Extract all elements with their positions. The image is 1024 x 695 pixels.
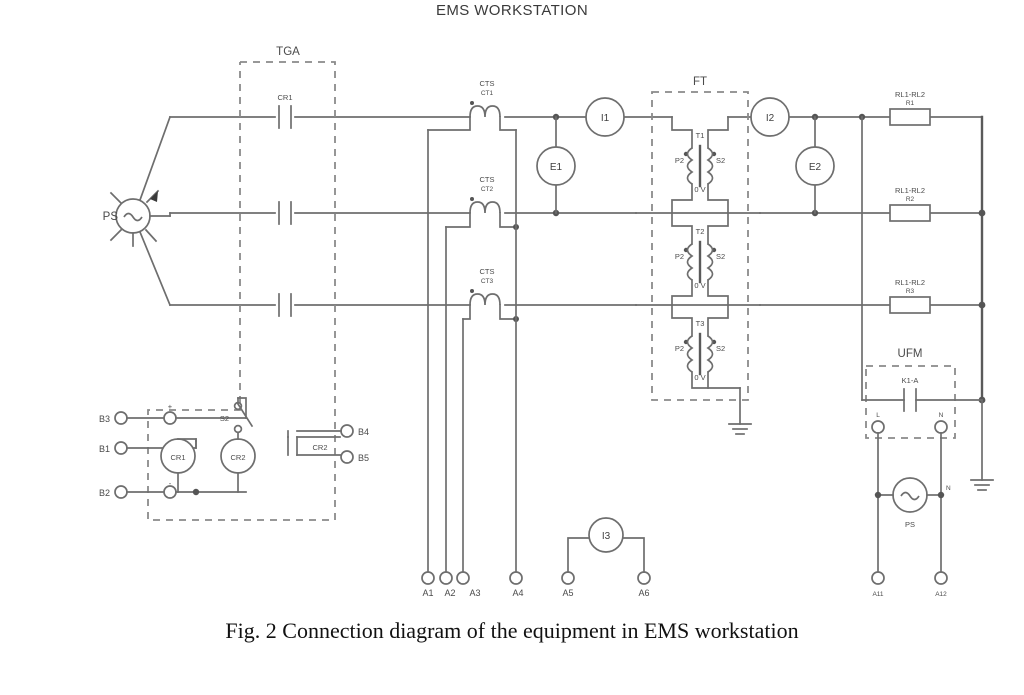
relay-coil-cr1-label: CR1 xyxy=(170,453,185,462)
ufm-terminal-l-label: L xyxy=(876,412,880,419)
ufm-terminal-n-label: N xyxy=(939,412,944,419)
terminal-a12-label: A12 xyxy=(935,591,947,598)
ct3-type-label: CTS xyxy=(480,267,495,276)
ground-symbol xyxy=(728,387,752,435)
t2-id-label: T2 xyxy=(696,227,705,236)
ufm-ps-label: PS xyxy=(905,520,915,529)
terminal-b1-label: B1 xyxy=(99,444,110,454)
t1-id-label: T1 xyxy=(696,131,705,140)
terminal-a2[interactable]: A2 xyxy=(439,571,456,598)
r2-label: RL1-RL2 xyxy=(895,186,925,195)
contact-cr2-output: CR2 B4 B5 xyxy=(287,424,369,464)
t3-id-label: T3 xyxy=(696,319,705,328)
resistor-r3: RL1-RL2 R3 xyxy=(889,278,931,314)
right-bus xyxy=(861,115,994,491)
meter-e2-label: E2 xyxy=(809,162,822,173)
fault-transformer-t1: T1 P2 S2 0 V xyxy=(671,116,729,214)
t3-secondary-label: S2 xyxy=(716,344,725,353)
relay-control-section: B3 + B1 B2 - CR1 CR2 xyxy=(99,397,256,499)
r1-id-label: R1 xyxy=(906,100,915,107)
terminal-b4-label: B4 xyxy=(358,427,369,437)
contact-cr1-label: CR1 xyxy=(277,93,292,102)
t3-tap-label: 0 V xyxy=(694,373,705,382)
terminal-a4[interactable]: A4 xyxy=(509,571,524,598)
current-transformer-ct2: CTS CT2 xyxy=(445,175,519,230)
r2-id-label: R2 xyxy=(906,196,915,203)
ufm-group: UFM K1-A L N PS N xyxy=(861,348,983,573)
polarity-negative-label: - xyxy=(169,479,172,488)
r1-label: RL1-RL2 xyxy=(895,90,925,99)
meter-i3-label: I3 xyxy=(602,531,611,542)
terminal-a6[interactable]: A6 xyxy=(637,571,651,598)
terminal-a12[interactable]: A12 xyxy=(934,571,948,598)
terminal-a6-label: A6 xyxy=(638,588,649,598)
terminal-a11[interactable]: A11 xyxy=(871,571,885,598)
terminal-a5-label: A5 xyxy=(562,588,573,598)
t2-primary-label: P2 xyxy=(675,252,684,261)
r3-id-label: R3 xyxy=(906,288,915,295)
t1-tap-label: 0 V xyxy=(694,185,705,194)
power-source-ps: PS xyxy=(103,115,172,307)
fault-transformer-t2: T2 P2 S2 0 V xyxy=(671,212,729,306)
ct2-type-label: CTS xyxy=(480,175,495,184)
terminal-a3[interactable]: A3 xyxy=(456,571,481,598)
figure-caption: Fig. 2 Connection diagram of the equipme… xyxy=(225,618,799,643)
meter-e2: E2 xyxy=(795,113,835,217)
current-transformer-ct1: CTS CT1 xyxy=(427,79,517,131)
k1a-label: K1-A xyxy=(902,376,919,385)
meter-e1-label: E1 xyxy=(550,162,563,173)
ps-label: PS xyxy=(103,211,119,223)
ct1-type-label: CTS xyxy=(480,79,495,88)
polarity-positive-label: + xyxy=(168,402,173,411)
terminal-a4-label: A4 xyxy=(512,588,523,598)
resistor-r1: RL1-RL2 R1 xyxy=(858,90,931,126)
fault-transformer-t3: T3 P2 S2 0 V xyxy=(671,304,741,389)
t1-primary-label: P2 xyxy=(675,156,684,165)
terminal-a2-label: A2 xyxy=(444,588,455,598)
terminal-b5-label: B5 xyxy=(358,453,369,463)
terminal-a1[interactable]: A1 xyxy=(421,571,435,598)
ct1-id-label: CT1 xyxy=(481,90,494,97)
terminal-a11-label: A11 xyxy=(872,591,883,598)
ft-group: FT xyxy=(651,76,749,401)
meter-i2: I2 xyxy=(750,97,790,137)
t2-secondary-label: S2 xyxy=(716,252,725,261)
meter-i2-label: I2 xyxy=(766,113,775,124)
meter-i1: I1 xyxy=(585,97,625,137)
tga-group: TGA xyxy=(147,46,336,521)
t2-tap-label: 0 V xyxy=(694,281,705,290)
contact-cr1-line2 xyxy=(278,201,292,225)
meter-i3: I3 xyxy=(567,517,645,573)
tga-label: TGA xyxy=(276,46,300,58)
t3-primary-label: P2 xyxy=(675,344,684,353)
meter-i1-label: I1 xyxy=(601,113,610,124)
ct3-id-label: CT3 xyxy=(481,278,494,285)
contact-cr1-line1: CR1 xyxy=(277,93,293,129)
figure-title: EMS WORKSTATION xyxy=(435,2,589,19)
ct2-id-label: CT2 xyxy=(481,186,494,193)
switch-s2-label: S2 xyxy=(220,414,229,423)
r3-label: RL1-RL2 xyxy=(895,278,925,287)
ft-label: FT xyxy=(693,76,707,88)
contact-cr1-line3 xyxy=(278,293,292,317)
ufm-ps-neutral-label: N xyxy=(946,485,951,492)
terminal-b2-label: B2 xyxy=(99,488,110,498)
relay-coil-cr2-label: CR2 xyxy=(230,453,245,462)
terminal-a5[interactable]: A5 xyxy=(561,571,575,598)
terminal-a1-label: A1 xyxy=(422,588,433,598)
t1-secondary-label: S2 xyxy=(716,156,725,165)
terminal-b3-label: B3 xyxy=(99,414,110,424)
ct-secondary-drops xyxy=(427,129,517,573)
terminal-a3-label: A3 xyxy=(469,588,480,598)
ufm-label: UFM xyxy=(898,348,923,360)
current-transformer-ct3: CTS CT3 xyxy=(462,267,519,322)
resistor-r2: RL1-RL2 R2 xyxy=(889,186,931,222)
contact-cr2-label: CR2 xyxy=(312,443,327,452)
meter-e1: E1 xyxy=(536,113,576,217)
